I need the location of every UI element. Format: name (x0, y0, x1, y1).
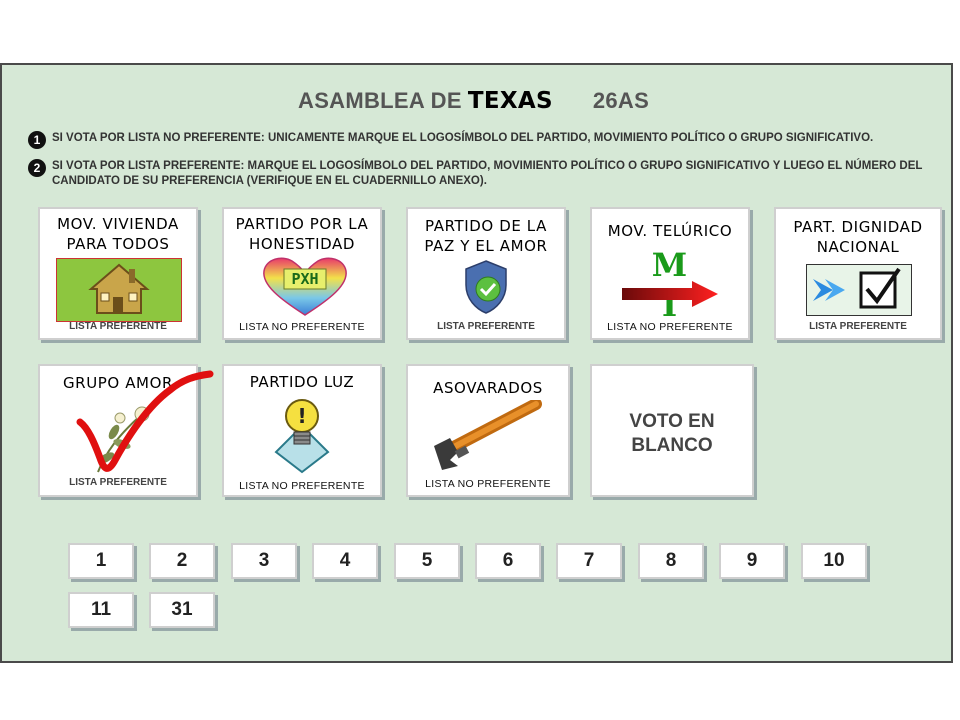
party-card-telurico[interactable]: MOV. TELÚRICO M T LISTA NO PREFERENTE (590, 207, 750, 340)
candidate-number-6[interactable]: 6 (475, 543, 541, 579)
candidate-number-2[interactable]: 2 (149, 543, 215, 579)
list-type-label: LISTA NO PREFERENTE (239, 321, 365, 333)
blank-vote-label: VOTO EN BLANCO (590, 410, 754, 458)
blank-vote-card[interactable]: VOTO EN BLANCO (590, 364, 754, 497)
instruction-text-1: SI VOTA POR LISTA NO PREFERENTE: UNICAME… (52, 132, 874, 144)
party-card-dignidad[interactable]: PART. DIGNIDAD NACIONAL LISTA PREFERENTE (774, 207, 942, 340)
party-name-line1: MOV. TELÚRICO (607, 222, 733, 240)
title-code: 26AS (592, 88, 650, 113)
party-card-honestidad[interactable]: PARTIDO POR LA HONESTIDAD PXH LISTA NO P… (222, 207, 382, 340)
heart-logo-icon: PXH (260, 255, 350, 319)
list-type-label: LISTA PREFERENTE (69, 321, 167, 332)
candidate-number-9[interactable]: 9 (719, 543, 785, 579)
party-name-line2: HONESTIDAD (249, 235, 355, 253)
party-name-line2: PARA TODOS (66, 235, 170, 253)
house-icon (56, 258, 182, 322)
party-name-line1: MOV. VIVIENDA (57, 215, 179, 233)
title-prefix: ASAMBLEA DE (298, 88, 462, 113)
party-card-asovarados[interactable]: ASOVARADOS LISTA NO PREFERENTE (406, 364, 570, 497)
party-name-line2: PAZ Y EL AMOR (424, 237, 548, 255)
list-type-label: LISTA NO PREFERENTE (239, 480, 365, 492)
instruction-text-2: SI VOTA POR LISTA PREFERENTE: MARQUE EL … (52, 160, 923, 187)
party-name-line1: GRUPO AMOR (62, 374, 174, 392)
party-card-luz[interactable]: PARTIDO LUZ ! LISTA NO PREFERENTE (222, 364, 382, 497)
title-state: TEXAS (467, 88, 553, 114)
candidate-number-31[interactable]: 31 (149, 592, 215, 628)
party-name-line2: NACIONAL (816, 238, 900, 256)
instruction-1: 1 SI VOTA POR LISTA NO PREFERENTE: UNICA… (28, 131, 952, 149)
candidate-number-8[interactable]: 8 (638, 543, 704, 579)
candidate-number-10[interactable]: 10 (801, 543, 867, 579)
step-number-1: 1 (28, 131, 46, 149)
party-name-line1: PART. DIGNIDAD (793, 218, 923, 236)
svg-text:!: ! (297, 404, 306, 428)
list-type-label: LISTA PREFERENTE (437, 321, 535, 332)
vote-checkmark (76, 370, 214, 472)
candidate-number-3[interactable]: 3 (231, 543, 297, 579)
party-name-line1: PARTIDO DE LA (425, 217, 547, 235)
shield-check-icon (462, 259, 510, 315)
step-number-2: 2 (28, 159, 46, 177)
lightbulb-icon: ! (274, 396, 330, 474)
blank-vote-line2: BLANCO (631, 435, 713, 456)
list-type-label: LISTA NO PREFERENTE (607, 321, 733, 333)
list-type-label: LISTA PREFERENTE (69, 477, 167, 488)
candidate-number-4[interactable]: 4 (312, 543, 378, 579)
party-card-paz-amor[interactable]: PARTIDO DE LA PAZ Y EL AMOR LISTA PREFER… (406, 207, 566, 340)
candidate-number-7[interactable]: 7 (556, 543, 622, 579)
party-name-line1: PARTIDO POR LA (235, 215, 369, 233)
list-type-label: LISTA PREFERENTE (809, 321, 907, 332)
logo-text: PXH (291, 270, 319, 288)
party-card-vivienda[interactable]: MOV. VIVIENDA PARA TODOS LISTA PREFERENT… (38, 207, 198, 340)
party-name-line1: ASOVARADOS (433, 379, 543, 397)
candidate-number-5[interactable]: 5 (394, 543, 460, 579)
list-type-label: LISTA NO PREFERENTE (425, 478, 551, 490)
arrow-icon (620, 281, 720, 307)
candidate-number-11[interactable]: 11 (68, 592, 134, 628)
instruction-2: 2 SI VOTA POR LISTA PREFERENTE: MARQUE E… (28, 159, 932, 189)
candidate-number-1[interactable]: 1 (68, 543, 134, 579)
party-name-line1: PARTIDO LUZ (249, 373, 355, 391)
wrench-icon (428, 400, 544, 472)
blank-vote-line1: VOTO EN (629, 411, 715, 432)
checkbox-icon (806, 264, 912, 316)
